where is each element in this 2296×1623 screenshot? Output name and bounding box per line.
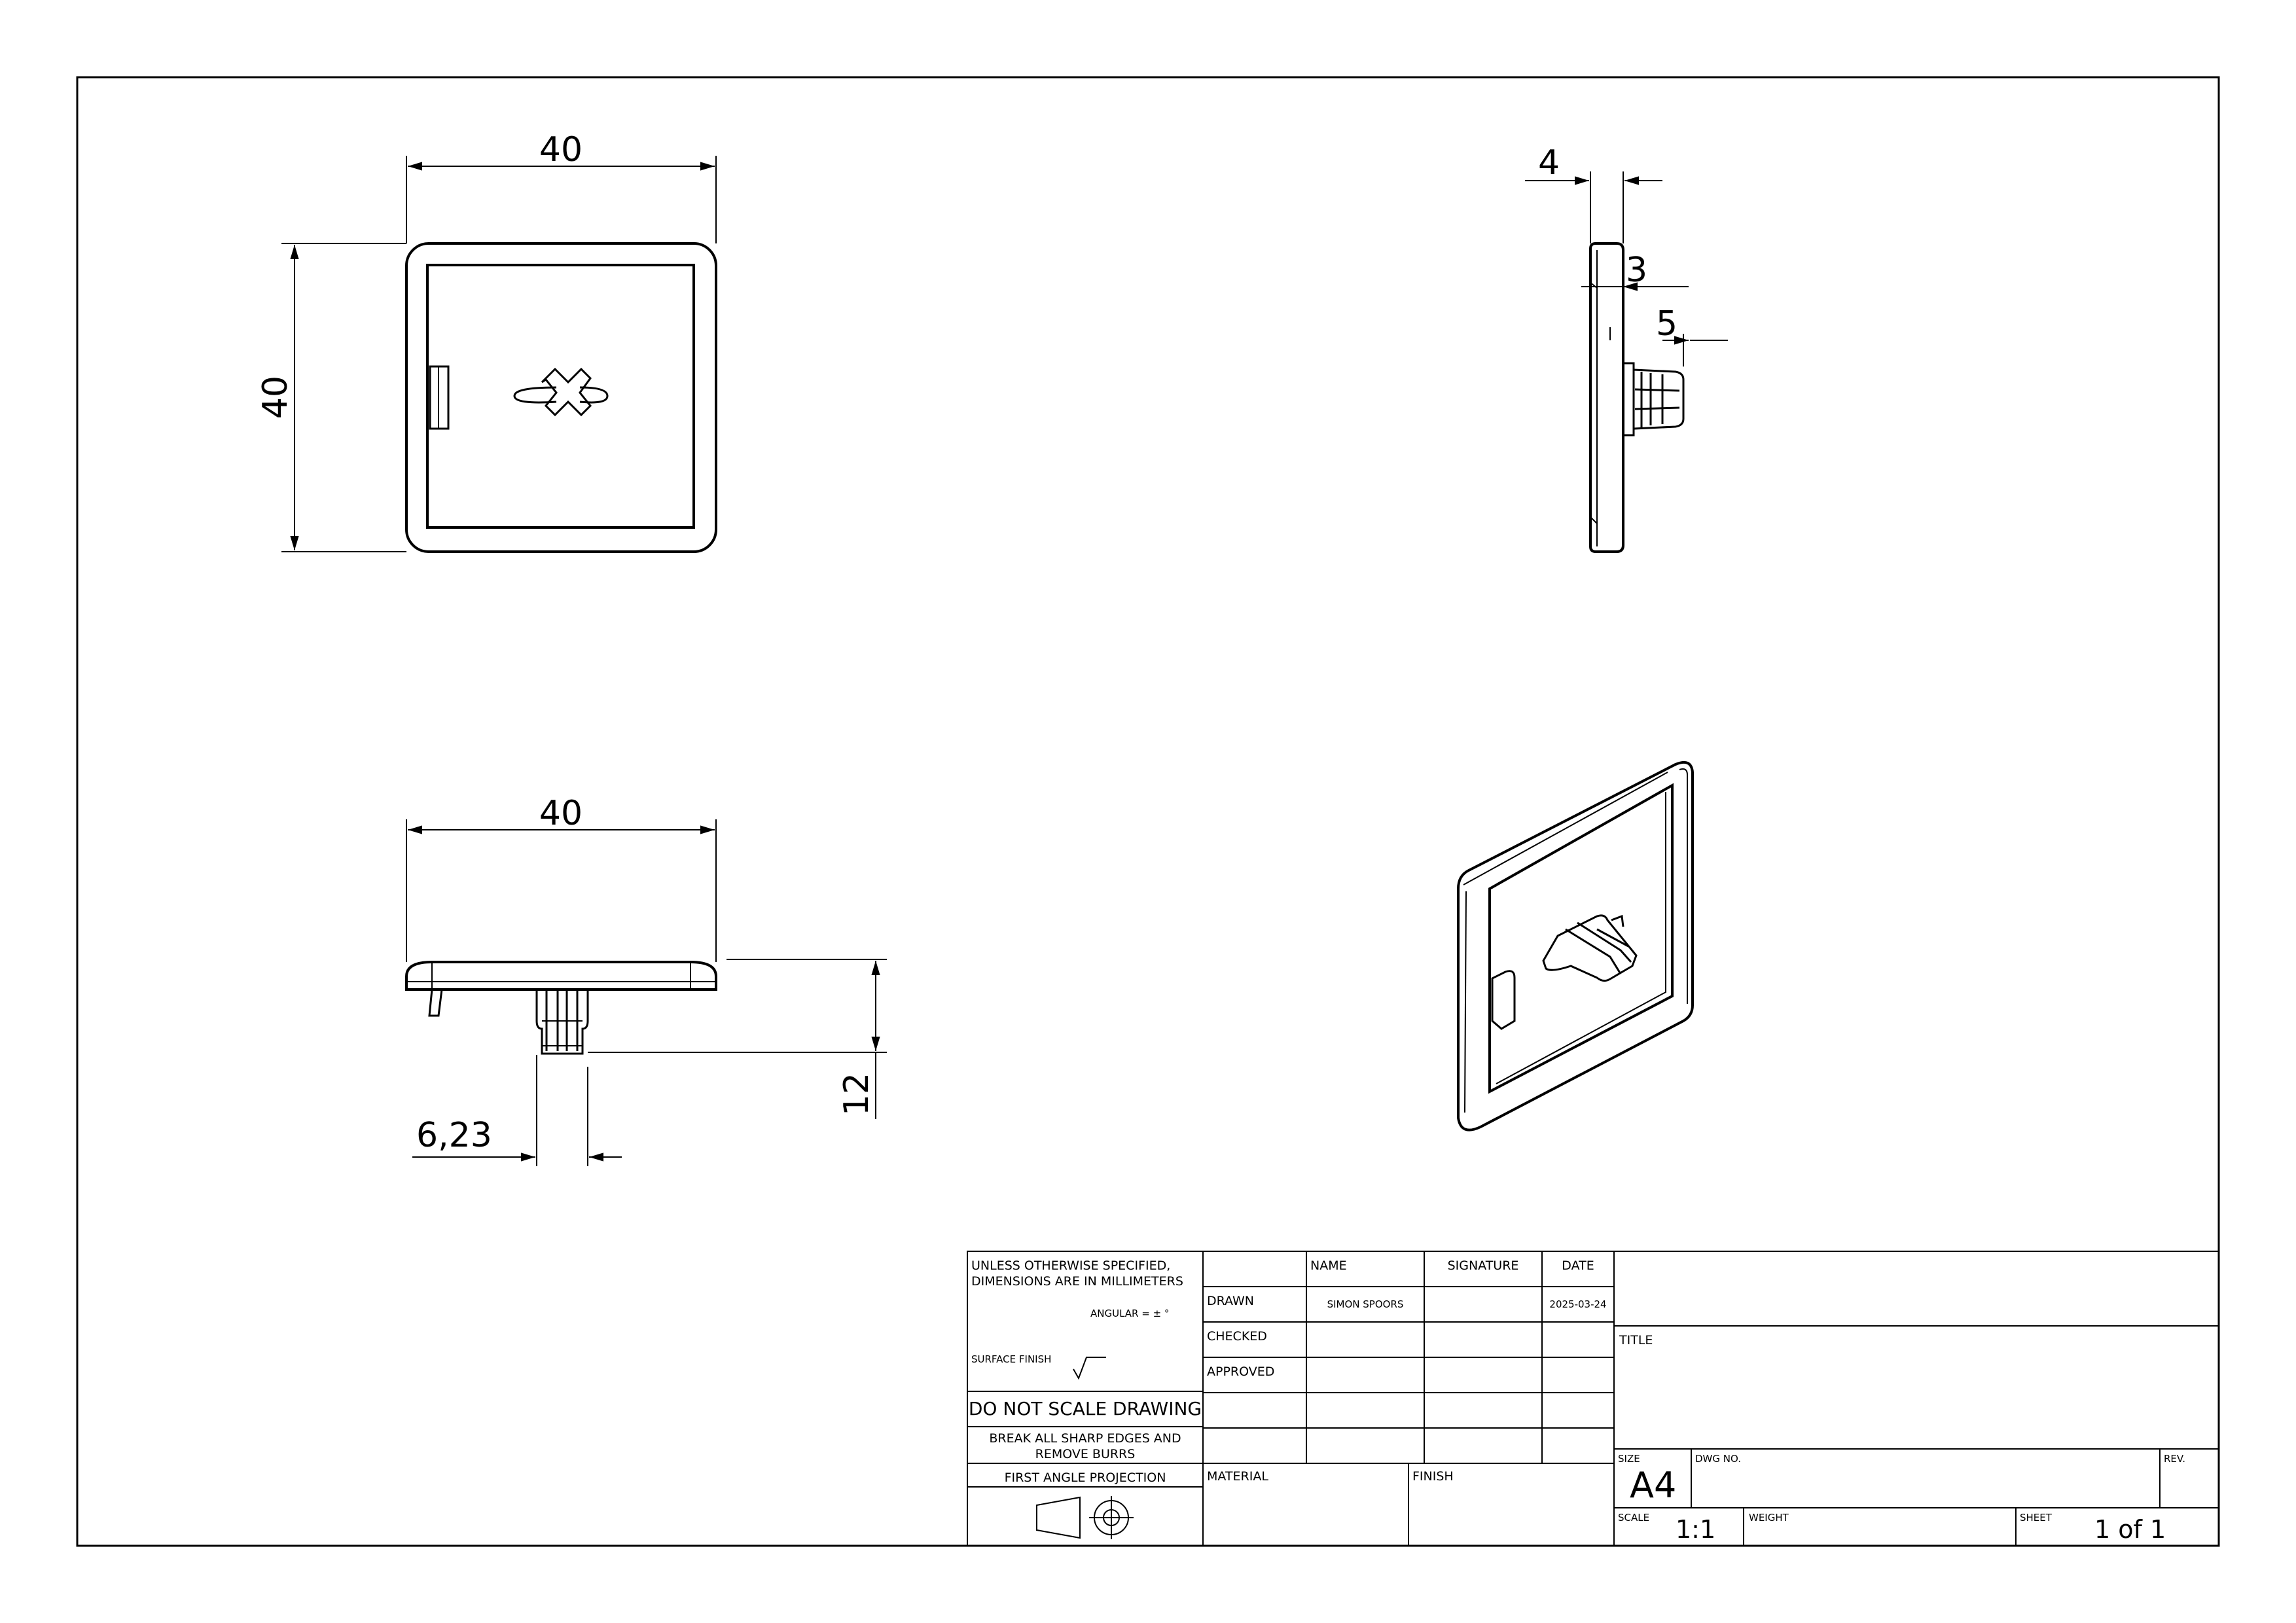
clip-iso bbox=[1542, 914, 1638, 982]
isometric-view bbox=[1457, 761, 1694, 1132]
col-date: DATE bbox=[1562, 1258, 1594, 1273]
col-signature: SIGNATURE bbox=[1448, 1258, 1519, 1273]
angular-note: ANGULAR = ± ° bbox=[1090, 1308, 1169, 1319]
top-width-dimension bbox=[406, 819, 717, 962]
dwg-no-label: DWG NO. bbox=[1695, 1453, 1741, 1465]
first-angle-projection-icon bbox=[1036, 1496, 1134, 1539]
tolerance-note-1: UNLESS OTHERWISE SPECIFIED, bbox=[971, 1258, 1170, 1273]
clip-side bbox=[1622, 362, 1685, 437]
side-thickness-value: 4 bbox=[1538, 143, 1560, 183]
break-edges-note-1: BREAK ALL SHARP EDGES AND bbox=[989, 1431, 1181, 1446]
front-width-dimension bbox=[406, 156, 717, 243]
row-drawn: DRAWN bbox=[1207, 1294, 1254, 1308]
surface-finish-icon bbox=[1073, 1357, 1106, 1380]
row-checked: CHECKED bbox=[1207, 1329, 1267, 1344]
scale-label: SCALE bbox=[1618, 1512, 1649, 1524]
top-clip-width-value: 6,23 bbox=[416, 1116, 492, 1155]
size-value: A4 bbox=[1630, 1465, 1676, 1506]
size-label: SIZE bbox=[1618, 1453, 1640, 1465]
side-dimensions bbox=[1525, 171, 1728, 366]
title-block-text: UNLESS OTHERWISE SPECIFIED, DIMENSIONS A… bbox=[969, 1258, 2185, 1544]
projection-label: FIRST ANGLE PROJECTION bbox=[1005, 1471, 1166, 1485]
do-not-scale-note: DO NOT SCALE DRAWING bbox=[969, 1398, 1202, 1419]
drawn-name: SIMON SPOORS bbox=[1327, 1298, 1404, 1310]
side-step-value: 3 bbox=[1626, 251, 1647, 290]
front-width-value: 40 bbox=[539, 130, 583, 169]
top-width-value: 40 bbox=[539, 794, 583, 833]
drawn-date: 2025-03-24 bbox=[1549, 1298, 1606, 1310]
title-block bbox=[967, 1251, 2219, 1546]
cross-clip-front bbox=[513, 367, 609, 417]
side-clip-value: 5 bbox=[1656, 304, 1677, 344]
material-label: MATERIAL bbox=[1207, 1469, 1268, 1484]
col-name: NAME bbox=[1310, 1258, 1347, 1273]
clip-top bbox=[535, 990, 589, 1055]
top-view bbox=[405, 961, 717, 1055]
sheet-value: 1 of 1 bbox=[2094, 1515, 2166, 1544]
break-edges-note-2: REMOVE BURRS bbox=[1035, 1447, 1136, 1461]
front-height-dimension bbox=[281, 243, 406, 552]
title-label: TITLE bbox=[1619, 1333, 1653, 1347]
surface-finish-label: SURFACE FINISH bbox=[971, 1353, 1051, 1365]
top-clip-width-dimension bbox=[412, 1055, 622, 1166]
row-approved: APPROVED bbox=[1207, 1364, 1274, 1379]
tolerance-note-2: DIMENSIONS ARE IN MILLIMETERS bbox=[971, 1274, 1183, 1289]
rev-label: REV. bbox=[2164, 1453, 2185, 1465]
sheet-label: SHEET bbox=[2020, 1512, 2053, 1524]
side-view bbox=[1589, 242, 1685, 553]
weight-label: WEIGHT bbox=[1749, 1512, 1789, 1524]
finish-label: FINISH bbox=[1412, 1469, 1454, 1484]
front-height-value: 40 bbox=[256, 376, 295, 419]
top-height-value: 12 bbox=[837, 1073, 876, 1116]
top-height-dimension bbox=[588, 959, 887, 1119]
front-view bbox=[405, 242, 717, 553]
scale-value: 1:1 bbox=[1676, 1515, 1715, 1544]
